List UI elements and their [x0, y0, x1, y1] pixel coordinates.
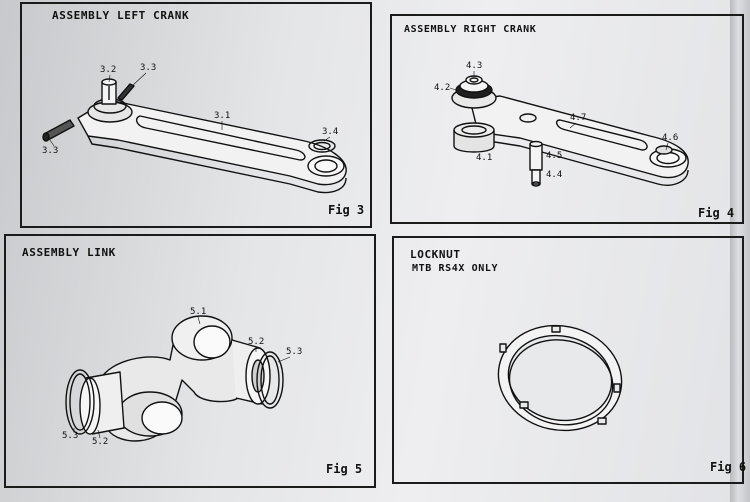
fig-label-5: Fig 5: [326, 462, 363, 476]
part-label-4-7: 4.7: [570, 113, 586, 123]
part-label-5-3-left: 5.3: [62, 431, 78, 441]
right-crank-drawing: [451, 75, 689, 187]
left-crank-drawing: [42, 78, 347, 194]
panel-locknut: [392, 236, 744, 484]
part-label-4-1: 4.1: [476, 153, 492, 163]
panel-title-right-crank: ASSEMBLY RIGHT CRANK: [404, 24, 537, 35]
part-label-4-3: 4.3: [466, 61, 482, 71]
fig-label-4: Fig 4: [698, 206, 735, 220]
panel-title-left-crank: ASSEMBLY LEFT CRANK: [52, 9, 190, 22]
part-label-3-2: 3.2: [100, 65, 116, 75]
part-label-5-2-left: 5.2: [92, 437, 108, 447]
page-edge: [730, 0, 750, 502]
locknut-drawing: [497, 324, 623, 432]
panel-title-link: ASSEMBLY LINK: [22, 246, 116, 259]
panel-right-crank: [390, 14, 744, 224]
part-label-5-1: 5.1: [190, 307, 206, 317]
part-label-3-1: 3.1: [214, 111, 230, 121]
fig-label-3: Fig 3: [328, 203, 365, 217]
panel-title-locknut: LOCKNUT: [410, 248, 461, 261]
leader-lines: [49, 71, 669, 439]
part-label-4-4: 4.4: [546, 170, 562, 180]
panel-assembly-link: [4, 234, 376, 488]
panel-subtitle-locknut: MTB RS4X ONLY: [412, 263, 499, 274]
part-label-5-3-right: 5.3: [286, 347, 302, 357]
part-label-4-6: 4.6: [662, 133, 678, 143]
fig-label-6: Fig 6: [710, 460, 747, 474]
link-drawing: [65, 315, 284, 442]
part-label-4-2: 4.2: [434, 83, 450, 93]
part-label-3-3-left: 3.3: [42, 146, 58, 156]
part-labels: 3.2 3.3 3.1 3.3 3.4 4.3 4.2 4.7 4.6 4.1 …: [42, 61, 678, 447]
panel-left-crank: [20, 2, 372, 228]
part-label-5-2-right: 5.2: [248, 337, 264, 347]
part-label-3-4: 3.4: [322, 127, 338, 137]
part-label-4-5: 4.5: [546, 151, 562, 161]
part-label-3-3-top: 3.3: [140, 63, 156, 73]
